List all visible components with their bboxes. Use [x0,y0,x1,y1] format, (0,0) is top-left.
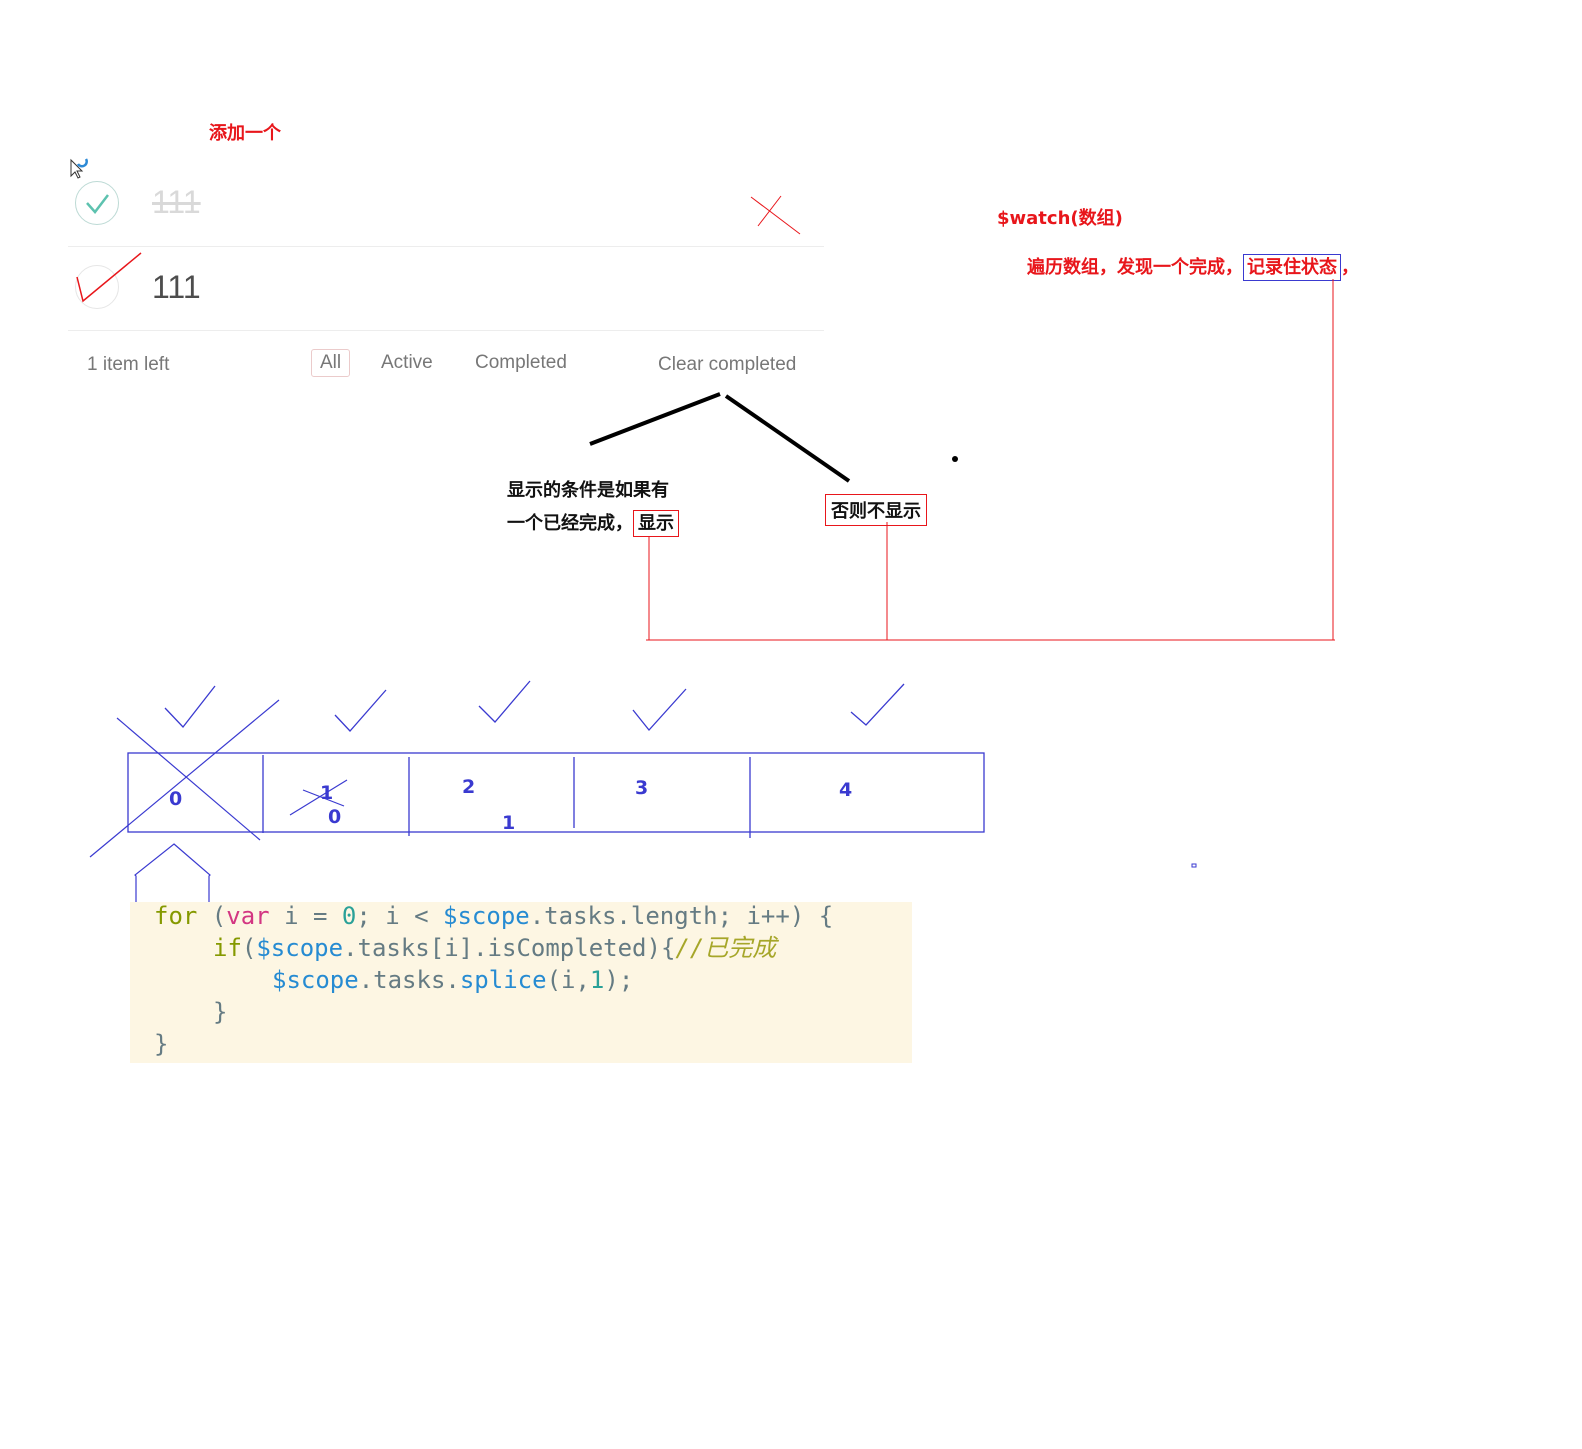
clear-completed-button[interactable]: Clear completed [658,354,797,375]
show-condition-line2: 一个已经完成，显示 [507,509,679,537]
record-state-box: 记录住状态 [1243,254,1341,281]
array-cell-4-label: 4 [839,779,853,801]
cursor-icon [70,158,88,179]
add-one-annotation: 添加一个 [209,123,281,144]
code-line-2: if($scope.tasks[i].isCompleted){//已完成 [213,934,777,962]
todo-item-active: 111 [68,247,824,331]
red-check-mark [76,252,142,303]
array-new-index-0: 0 [328,806,342,828]
up-arrow [134,843,211,905]
watch-array-annotation: $watch(数组) [997,208,1123,229]
filter-completed[interactable]: Completed [475,352,567,373]
toggle-checkbox-unchecked[interactable] [75,265,119,309]
else-hide-box: 否则不显示 [825,494,927,526]
branch-line-right [724,394,851,483]
traverse-text: 遍历数组，发现一个完成， [1027,257,1243,278]
show-condition-line1: 显示的条件是如果有 [507,480,669,501]
filter-all[interactable]: All [311,349,351,377]
array-cell-2-label: 2 [462,776,476,798]
cell-1-cross [289,779,348,816]
items-left-count: 1 item left [87,354,170,375]
array-cell-1-label: 1 [320,782,334,804]
code-snippet: for (var i = 0; i < $scope.tasks.length;… [130,902,912,1063]
traverse-suffix: ， [1341,257,1359,278]
array-new-index-1: 1 [502,812,516,834]
stray-dot [952,456,958,462]
traverse-annotation: 遍历数组，发现一个完成，记录住状态， [1027,253,1359,281]
red-cross-mark [750,195,801,235]
toggle-checkbox-checked[interactable] [75,181,119,225]
todo-item-completed: 111 [68,162,824,247]
check-icon [86,194,109,214]
todo-item-label[interactable]: 111 [152,269,201,305]
red-connector-lines [646,279,1335,641]
array-cell-0-label: 0 [169,788,183,810]
code-line-4: } [213,998,228,1026]
code-line-5: } [154,1030,169,1058]
cell-0-cross [89,699,280,858]
code-line-1: for (var i = 0; i < $scope.tasks.length;… [154,902,834,930]
array-cell-3-label: 3 [635,777,649,799]
code-line-3: $scope.tasks.splice(i,1); [272,966,634,994]
stray-square [1191,863,1197,868]
filter-active[interactable]: Active [381,352,433,373]
check-marks-above [164,680,905,732]
array-box [127,752,985,838]
todo-item-label[interactable]: 111 [152,184,201,220]
show-box: 显示 [633,510,679,537]
show-condition-text: 一个已经完成， [507,513,633,534]
branch-line-left [589,392,721,446]
